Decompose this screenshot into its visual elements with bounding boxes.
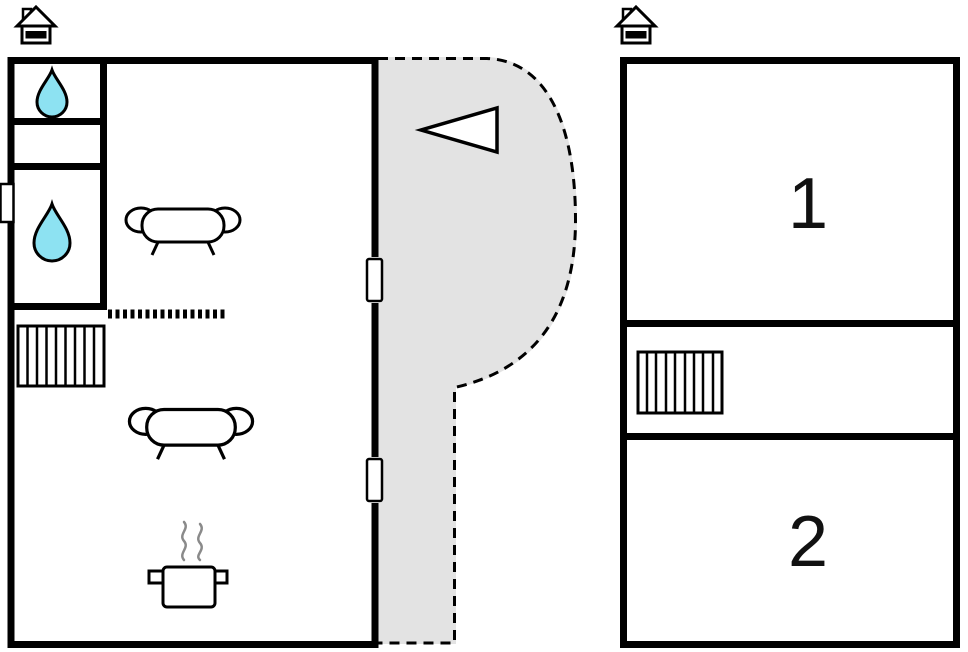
partition-wall-bottom <box>8 303 107 310</box>
door-icon <box>365 457 384 503</box>
water-drop-icon <box>35 65 69 119</box>
room-number-label: 2 <box>788 502 828 582</box>
annex-building: 1 2 <box>620 57 960 648</box>
window-icon <box>0 182 16 224</box>
steam-icon <box>197 522 203 562</box>
terrace-outline <box>378 57 578 645</box>
partition-wall-top <box>8 118 107 125</box>
steam-icon <box>181 520 187 562</box>
main-building <box>0 57 384 648</box>
water-drop-icon <box>32 199 72 263</box>
floor-divider-wall <box>622 320 958 327</box>
bathroom-partition-wall <box>100 57 107 310</box>
direction-arrow-icon <box>414 105 499 155</box>
door-icon <box>365 257 384 303</box>
stairs-icon <box>636 350 724 415</box>
terrace-area <box>375 57 577 644</box>
house-icon <box>615 5 657 45</box>
floor-divider-wall <box>622 433 958 440</box>
house-icon <box>15 5 57 45</box>
cooking-pot-icon <box>147 520 229 609</box>
partition-wall-middle <box>8 163 107 170</box>
room-number-label: 1 <box>788 164 828 244</box>
stairs-icon <box>16 324 106 388</box>
